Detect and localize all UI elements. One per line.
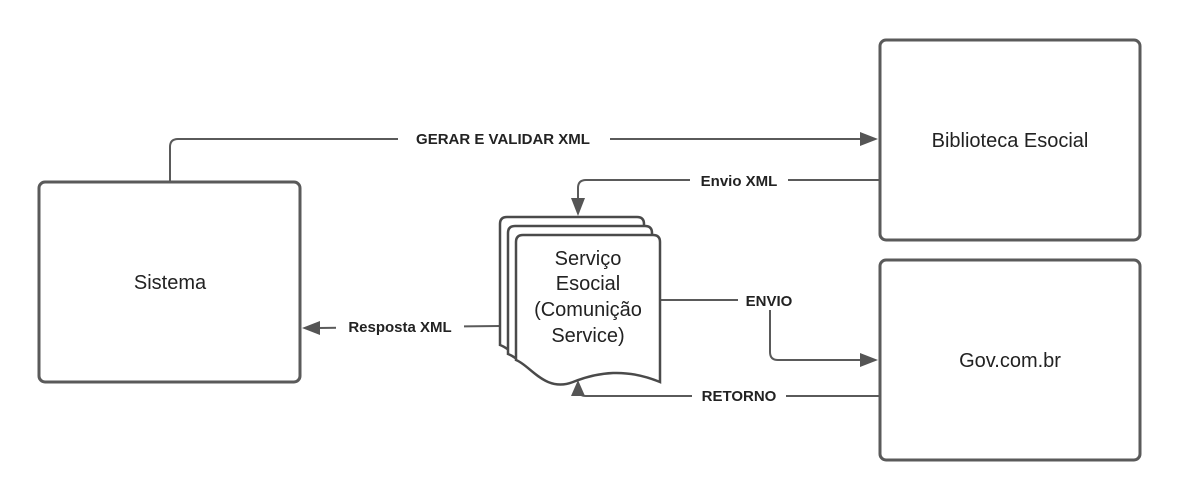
arrowhead-to-gov (860, 353, 878, 367)
gov-label: Gov.com.br (959, 350, 1061, 372)
label-retorno: RETORNO (702, 388, 777, 405)
servico-label-line-1: Serviço (555, 248, 622, 270)
edge-gerar-validar (169, 138, 862, 182)
label-envio-xml: Envio XML (701, 173, 778, 190)
biblioteca-label: Biblioteca Esocial (932, 130, 1089, 152)
servico-label-line-4: Service) (551, 325, 624, 347)
sistema-box (37, 180, 302, 384)
document-front (514, 233, 662, 386)
edge-labels: GERAR E VALIDAR XML Envio XML ENVIO Resp… (336, 128, 800, 406)
biblioteca-box (878, 38, 1142, 242)
servico-label-line-2: Esocial (556, 273, 620, 295)
label-resposta-xml: Resposta XML (348, 319, 451, 336)
arrowhead-to-servico-top (571, 198, 585, 216)
label-envio: ENVIO (746, 293, 793, 310)
gov-box (878, 258, 1142, 462)
sistema-label: Sistema (134, 272, 207, 294)
arrowhead-to-servico-bottom (571, 380, 585, 396)
servico-document-stack (498, 215, 662, 386)
servico-label: Serviço Esocial (Comunição Service) (534, 248, 642, 347)
arrowhead-to-sistema (302, 321, 320, 335)
edge-envio-xml (577, 179, 880, 200)
servico-label-line-3: (Comunição (534, 299, 642, 321)
label-gerar-validar: GERAR E VALIDAR XML (416, 131, 590, 148)
connectors (169, 132, 880, 397)
arrowhead-to-biblioteca (860, 132, 878, 146)
